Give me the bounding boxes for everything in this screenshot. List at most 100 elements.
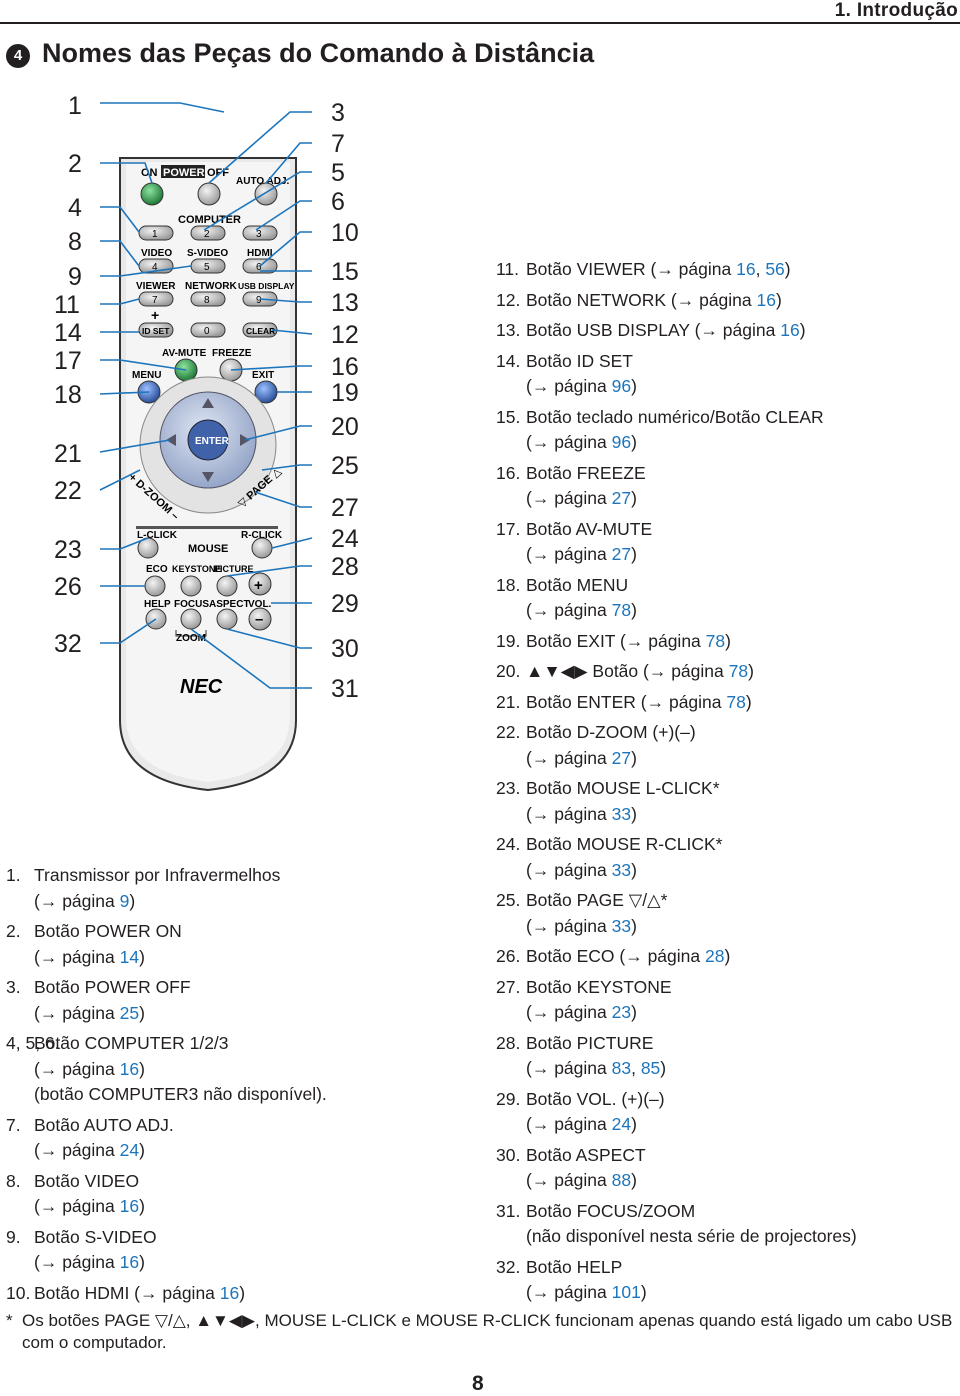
auto-adj-button [254, 182, 278, 206]
item-line: Botão S-VIDEO [34, 1226, 157, 1247]
svg-text:27: 27 [331, 494, 359, 522]
svg-text:–: – [255, 611, 263, 628]
item-line: Botão PICTURE [526, 1032, 654, 1053]
callout-numbers-left: 1 2 4 8 9 11 14 17 18 21 22 23 26 32 [54, 92, 82, 658]
svg-text:3: 3 [331, 99, 345, 127]
page-link[interactable]: 16 [756, 289, 776, 310]
chapter-header: 1. Introdução [834, 0, 958, 21]
page-link[interactable]: 28 [704, 946, 725, 966]
svg-text:4: 4 [152, 262, 158, 273]
page-link[interactable]: 83 [611, 1058, 632, 1078]
page-link[interactable]: 16 [119, 1196, 140, 1216]
svg-text:12: 12 [331, 321, 359, 349]
item-line: Botão COMPUTER 1/2/3 [34, 1033, 229, 1053]
svg-text:16: 16 [331, 353, 359, 381]
svg-text:17: 17 [54, 347, 82, 375]
svg-text:VOL.: VOL. [248, 599, 272, 610]
item-number: 20. [496, 661, 521, 681]
vol-minus-button [248, 607, 272, 631]
page-link[interactable]: 9 [119, 890, 130, 911]
list-item: 25.Botão PAGE ▽/△*(→ página 33) [496, 888, 956, 939]
list-item: 1.Transmissor por Infravermelhos(→ págin… [6, 863, 466, 914]
section-number-badge: 4 [6, 44, 30, 68]
svg-text:13: 13 [331, 289, 359, 317]
footnote-text: Os botões PAGE ▽/△, ▲▼◀▶, MOUSE L-CLICK … [22, 1311, 953, 1352]
list-item: 32.Botão HELP(→ página 101) [496, 1255, 956, 1306]
eco-button [144, 575, 166, 597]
item-line: Transmissor por Infravermelhos [34, 865, 281, 885]
page-link[interactable]: 78 [705, 630, 726, 651]
page-link[interactable]: 16 [736, 259, 756, 279]
page-link[interactable]: 96 [611, 376, 632, 396]
item-number: 13. [496, 320, 521, 340]
page-link[interactable]: 33 [611, 803, 632, 824]
item-line: Botão KEYSTONE [526, 976, 672, 997]
item-number: 4, 5, 6. [6, 1033, 60, 1053]
item-line: Botão VIDEO [34, 1170, 140, 1191]
page-link[interactable]: 16 [219, 1282, 240, 1303]
item-line: Botão ENTER (→ página 78) [526, 691, 752, 712]
list-item: 26.Botão ECO (→ página 28) [496, 944, 956, 970]
page-link[interactable]: 23 [611, 1002, 632, 1022]
item-line: Botão VOL. (+)(–) [526, 1088, 665, 1109]
list-item: 28.Botão PICTURE(→ página 83, 85) [496, 1031, 956, 1082]
item-line: (→ página 23) [526, 1002, 637, 1022]
item-number: 1. [6, 865, 21, 885]
svg-text:S-VIDEO: S-VIDEO [187, 248, 228, 259]
svg-text:8: 8 [204, 295, 210, 306]
page-link[interactable]: 33 [611, 915, 632, 936]
page-link[interactable]: 78 [728, 661, 749, 681]
page-link[interactable]: 33 [611, 859, 632, 880]
parts-list-right: 11.Botão VIEWER (→ página 16, 56)12.Botã… [496, 257, 956, 1311]
item-number: 28. [496, 1032, 521, 1053]
page-link[interactable]: 88 [611, 1170, 632, 1190]
remote-diagram: ON POWER OFF AUTO ADJ. COMPUTER 1 2 3 VI… [54, 92, 359, 792]
page-link[interactable]: 24 [611, 1114, 632, 1134]
list-item: 30.Botão ASPECT(→ página 88) [496, 1143, 956, 1194]
page-link[interactable]: 96 [611, 432, 632, 452]
svg-text:+: + [254, 577, 263, 594]
list-item: 17.Botão AV-MUTE(→ página 27) [496, 517, 956, 568]
svg-text:14: 14 [54, 319, 82, 347]
nec-logo: NEC [180, 676, 223, 698]
item-line: Botão MENU [526, 574, 629, 595]
item-line: Botão ID SET [526, 350, 633, 371]
footnote: * Os botões PAGE ▽/△, ▲▼◀▶, MOUSE L-CLIC… [6, 1310, 960, 1354]
power-on-button [140, 182, 164, 206]
item-number: 10. [6, 1282, 31, 1303]
page-link[interactable]: 78 [726, 691, 746, 712]
item-line: (→ página 16) [34, 1196, 145, 1216]
item-line: Botão teclado numérico/Botão CLEAR [526, 406, 824, 427]
page-link[interactable]: 56 [765, 259, 785, 279]
item-number: 8. [6, 1170, 21, 1191]
item-number: 21. [496, 691, 521, 712]
page-link[interactable]: 78 [611, 600, 632, 620]
numeric-row-4: ID SET 0 CLEAR [138, 322, 278, 338]
page-link[interactable]: 16 [119, 1252, 140, 1272]
item-line: (→ página 27) [526, 747, 637, 768]
svg-text:31: 31 [331, 675, 359, 703]
list-item: 8. Botão VIDEO (→ página 16) [6, 1169, 466, 1220]
page-link[interactable]: 101 [611, 1282, 641, 1302]
page-link[interactable]: 16 [119, 1058, 140, 1079]
item-line: Botão POWER ON [34, 921, 182, 941]
page-link[interactable]: 27 [611, 488, 632, 508]
list-item: 11.Botão VIEWER (→ página 16, 56) [496, 257, 956, 283]
item-number: 11. [496, 259, 520, 279]
page-link[interactable]: 27 [611, 544, 632, 564]
item-line: Botão NETWORK (→ página 16) [526, 289, 782, 310]
page-link[interactable]: 25 [119, 1002, 140, 1023]
page-link[interactable]: 24 [119, 1140, 140, 1160]
page-link[interactable]: 14 [119, 946, 140, 967]
svg-text:ENTER: ENTER [195, 436, 230, 447]
item-number: 15. [496, 406, 521, 427]
item-number: 32. [496, 1256, 521, 1277]
page-link[interactable]: 27 [611, 747, 632, 768]
svg-text:FOCUS: FOCUS [174, 599, 209, 610]
page-link[interactable]: 16 [780, 320, 800, 340]
list-item: 7.Botão AUTO ADJ.(→ página 24) [6, 1113, 466, 1164]
page-link[interactable]: 85 [640, 1058, 661, 1078]
item-line: Botão HELP [526, 1256, 623, 1277]
item-line: (→ página 96) [526, 432, 637, 452]
list-item: 15.Botão teclado numérico/Botão CLEAR (→ … [496, 405, 956, 456]
